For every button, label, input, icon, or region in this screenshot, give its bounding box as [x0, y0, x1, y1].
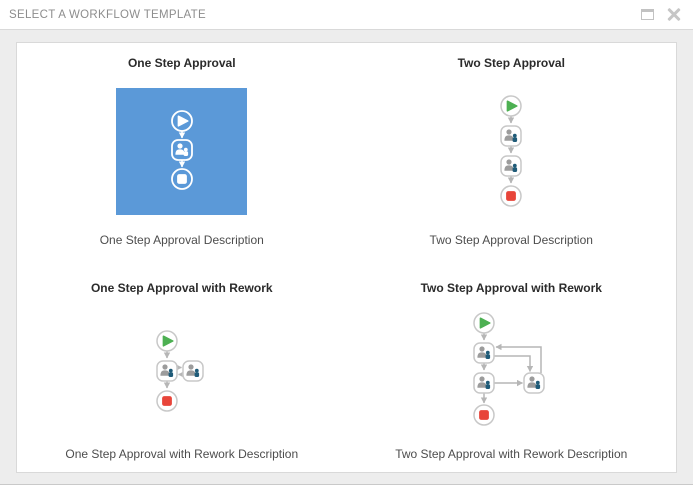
approval-step-icon	[156, 360, 178, 382]
template-title: Two Step Approval	[457, 56, 565, 70]
maximize-button[interactable]	[638, 6, 656, 24]
template-title: Two Step Approval with Rework	[420, 280, 602, 295]
one-step-approval-diagram	[170, 110, 193, 191]
approval-step-icon	[473, 372, 495, 394]
template-diagram-area	[347, 70, 677, 233]
dialog-header: SELECT A WORKFLOW TEMPLATE	[0, 0, 693, 30]
template-panel: One Step Approval One Step Approval Desc…	[16, 42, 677, 473]
start-icon	[156, 330, 178, 352]
one-step-approval-rework-diagram	[156, 330, 204, 412]
template-diagram-area	[347, 295, 677, 448]
template-diagram-area	[17, 70, 347, 233]
template-title: One Step Approval	[127, 56, 236, 70]
rework-return-connector	[495, 343, 542, 373]
end-icon	[500, 185, 522, 207]
template-card-one-step-approval[interactable]: One Step Approval One Step Approval Desc…	[17, 43, 347, 258]
template-card-two-step-approval[interactable]: Two Step Approval Two Step Approval Desc…	[347, 43, 677, 258]
close-button[interactable]	[665, 6, 683, 24]
end-icon	[473, 404, 495, 426]
start-icon	[170, 110, 193, 133]
template-description: Two Step Approval Description	[429, 232, 593, 247]
two-step-approval-rework-diagram	[473, 312, 545, 426]
start-icon	[500, 95, 522, 117]
maximize-icon	[640, 9, 654, 20]
rework-step-icon	[523, 372, 545, 394]
approval-step-icon	[170, 139, 193, 162]
dialog-title: SELECT A WORKFLOW TEMPLATE	[9, 8, 206, 21]
selected-template-tile[interactable]	[116, 87, 248, 215]
approval-step-icon	[500, 155, 522, 177]
approval-step-icon	[473, 342, 495, 364]
rework-forward-connector	[494, 355, 534, 372]
close-icon	[667, 8, 681, 22]
template-card-two-step-approval-rework[interactable]: Two Step Approval with Rework	[347, 258, 677, 473]
end-icon	[156, 390, 178, 412]
template-card-one-step-approval-rework[interactable]: One Step Approval with Rework One Step A…	[17, 258, 347, 473]
template-title: One Step Approval with Rework	[90, 280, 273, 295]
end-icon	[170, 168, 193, 191]
start-icon	[473, 312, 495, 334]
approval-step-icon	[500, 125, 522, 147]
template-description: Two Step Approval with Rework Descriptio…	[395, 447, 628, 461]
template-diagram-area	[17, 295, 347, 448]
rework-step-icon	[182, 360, 204, 382]
two-step-approval-diagram	[500, 95, 522, 207]
template-description: One Step Approval Description	[99, 232, 264, 247]
dialog-body: One Step Approval One Step Approval Desc…	[0, 30, 693, 484]
template-description: One Step Approval with Rework Descriptio…	[65, 447, 299, 461]
